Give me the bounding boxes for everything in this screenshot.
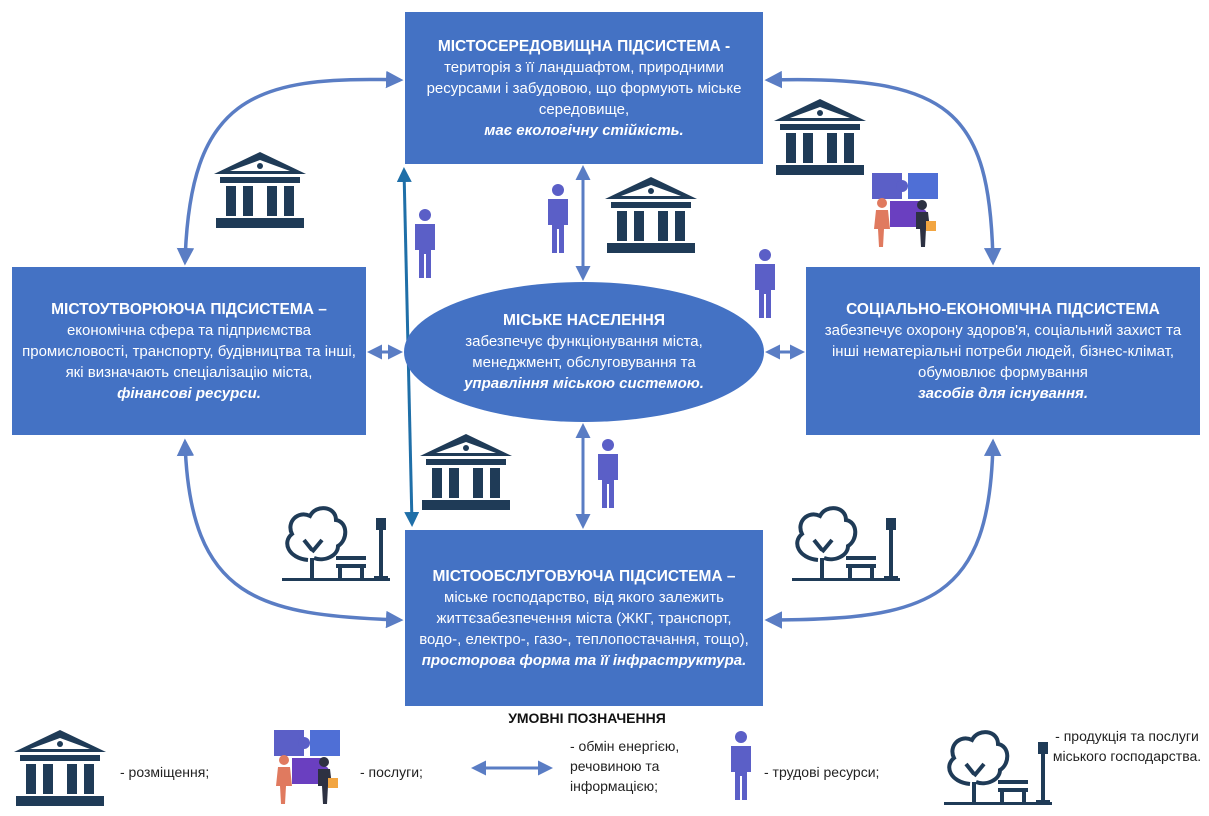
puzzle-people-icon [872, 173, 938, 247]
person-icon [598, 439, 618, 508]
socio-economic-subsystem-title: СОЦІАЛЬНО-ЕКОНОМІЧНА ПІДСИСТЕМА [846, 300, 1160, 318]
legend-park-icon [944, 730, 1052, 805]
arrow-bottom-right [764, 438, 1002, 629]
environment-subsystem-emphasis: має екологічну стійкість. [484, 121, 684, 139]
arrow-top-right [764, 70, 1002, 266]
city-forming-subsystem-emphasis: фінансові ресурси. [117, 384, 261, 402]
environment-subsystem-box: МІСТОСЕРЕДОВИЩНА ПІДСИСТЕМА - територія … [405, 12, 763, 164]
person-icon [415, 209, 435, 278]
building-icon [420, 434, 512, 510]
person-icon [755, 249, 775, 318]
socio-economic-subsystem-text: забезпечує охорону здоров'я, соціальний … [824, 321, 1182, 381]
legend-exchange-label: - обмін енергією, речовиною та інформаці… [570, 738, 680, 794]
legend-person-icon [731, 731, 751, 800]
legend-title: УМОВНІ ПОЗНАЧЕННЯ [508, 710, 666, 726]
building-icon [605, 177, 697, 253]
city-population-text: забезпечує функціонування міста, менеджм… [465, 333, 703, 371]
legend-services-label: - послуги; [360, 764, 423, 780]
legend-labor-label: - трудові ресурси; [764, 764, 880, 780]
socio-economic-subsystem-box: СОЦІАЛЬНО-ЕКОНОМІЧНА ПІДСИСТЕМА забезпеч… [806, 267, 1200, 435]
legend-products-label: - продукція та послуги міського господар… [1052, 728, 1202, 764]
legend-placement-label: - розміщення; [120, 764, 210, 780]
park-icon [792, 506, 900, 581]
building-icon [774, 99, 866, 175]
legend-puzzle-people-icon [274, 730, 340, 804]
city-forming-subsystem-text: економічна сфера та підприємства промисл… [22, 321, 356, 381]
building-icon [214, 152, 306, 228]
person-icon [548, 184, 568, 253]
park-icon [282, 506, 390, 581]
city-service-subsystem-emphasis: просторова форма та її інфраструктура. [421, 651, 747, 669]
environment-subsystem-title: МІСТОСЕРЕДОВИЩНА ПІДСИСТЕМА - [437, 37, 731, 55]
city-forming-subsystem-box: МІСТОУТВОРЮЮЧА ПІДСИСТЕМА – економічна с… [12, 267, 366, 435]
city-forming-subsystem-title: МІСТОУТВОРЮЮЧА ПІДСИСТЕМА – [51, 300, 327, 318]
city-population-emphasis: управління міською системою. [464, 375, 704, 392]
environment-subsystem-text: територія з її ландшафтом, природними ре… [426, 58, 742, 118]
city-service-subsystem-title: МІСТООБСЛУГОВУЮЧА ПІДСИСТЕМА – [432, 567, 736, 585]
city-service-subsystem-text: міське господарство, від якого залежить … [419, 588, 749, 648]
city-population-ellipse: МІСЬКЕ НАСЕЛЕННЯ забезпечує функціонуван… [404, 282, 764, 422]
city-service-subsystem-box: МІСТООБСЛУГОВУЮЧА ПІДСИСТЕМА – міське го… [405, 530, 763, 706]
legend-building-icon [14, 730, 106, 806]
arrow-top-left [176, 70, 404, 266]
city-population-title: МІСЬКЕ НАСЕЛЕННЯ [503, 312, 665, 329]
arrow-bottom-left [176, 438, 404, 629]
socio-economic-subsystem-emphasis: засобів для існування. [917, 384, 1089, 402]
